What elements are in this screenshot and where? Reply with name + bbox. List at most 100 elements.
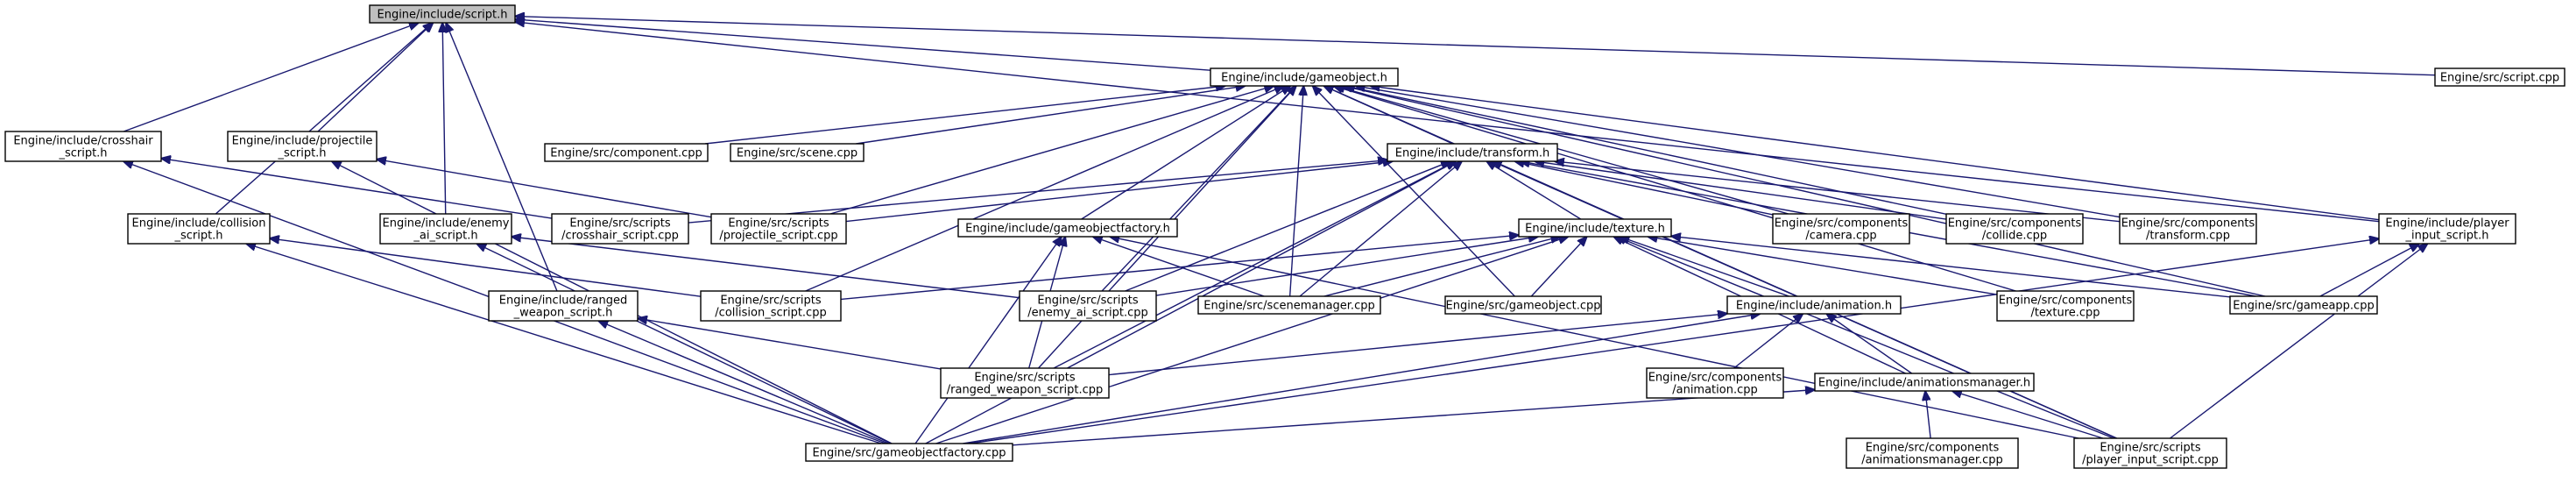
node-label: /texture.cpp [2030, 307, 2100, 320]
node-box [1726, 295, 1902, 315]
edge-gofactory_cpp-to-texture_h [935, 237, 1569, 444]
edge-gofactory_cpp-to-player_h [969, 238, 2379, 444]
edge-collision_cpp-to-collision_h [270, 238, 702, 297]
node-transform_cpp[interactable]: Engine/src/components/transform.cpp [2119, 213, 2257, 245]
node-gameobject_h[interactable]: Engine/include/gameobject.h [1210, 67, 1399, 87]
node-box [2119, 213, 2257, 245]
edge-scenemanager_cpp-to-transform_h [1299, 161, 1462, 297]
node-gameapp_cpp[interactable]: Engine/src/gameapp.cpp [2229, 295, 2378, 315]
node-label: /projectile_script.cpp [719, 230, 837, 243]
edge-enemy_h-to-script_h [442, 23, 446, 215]
node-gofactory_cpp[interactable]: Engine/src/gameobjectfactory.cpp [805, 443, 1013, 462]
nodes-layer: Engine/include/script.hEngine/include/ga… [4, 4, 2565, 469]
edge-scenemanager_cpp-to-texture_h [1323, 237, 1561, 297]
node-gameobject_cpp[interactable]: Engine/src/gameobject.cpp [1444, 295, 1602, 315]
edge-player_cpp-to-texture_h [1617, 237, 2114, 439]
node-animmgr_h[interactable]: Engine/include/animationsmanager.h [1814, 373, 2035, 392]
node-animmgr_cpp[interactable]: Engine/src/components/animationsmanager.… [1846, 437, 2019, 469]
edge-enemy_cpp-to-transform_h [1125, 161, 1450, 292]
node-collision_h[interactable]: Engine/include/collision_script.h [127, 213, 271, 245]
node-label: Engine/src/components [1866, 442, 2000, 455]
node-box [730, 143, 865, 162]
edge-animmgr_cpp-to-animmgr_h [1925, 391, 1931, 439]
node-transform_h[interactable]: Engine/include/transform.h [1387, 143, 1558, 162]
node-animation_cpp[interactable]: Engine/src/components/animation.cpp [1646, 367, 1784, 399]
node-camera_cpp[interactable]: Engine/src/components/camera.cpp [1772, 213, 1910, 245]
edge-camera_cpp-to-gameobject_h [1335, 86, 1789, 215]
node-box [1210, 67, 1399, 87]
node-label: Engine/include/crosshair [13, 135, 153, 148]
edge-texture_cpp-to-texture_h [1648, 237, 1998, 295]
node-box [1197, 295, 1381, 315]
edge-animmgr_h-to-animation_h [1826, 314, 1913, 374]
edge-player_cpp-to-gofactory_h [1110, 237, 2079, 439]
node-box [957, 218, 1178, 238]
node-animation_h[interactable]: Engine/include/animation.h [1726, 295, 1902, 315]
node-projectile_h[interactable]: Engine/include/projectile_script.h [227, 131, 378, 162]
edge-scenemanager_cpp-to-gameobject_h [1288, 86, 1304, 297]
node-gofactory_h[interactable]: Engine/include/gameobjectfactory.h [957, 218, 1178, 238]
node-box [1846, 437, 2019, 469]
edge-crosshair_h-to-script_h [123, 23, 419, 132]
edge-gameobject_cpp-to-gameobject_h [1313, 86, 1515, 297]
edge-projectile_cpp-to-projectile_h [377, 160, 712, 218]
edge-gofactory_cpp-to-enemy_h [476, 244, 892, 444]
node-projectile_cpp[interactable]: Engine/src/scripts/projectile_script.cpp [710, 213, 847, 245]
node-label: /crosshair_script.cpp [561, 230, 679, 243]
edge-texture_cpp-to-gameobject_h [1333, 86, 2016, 292]
node-label: Engine/src/script.cpp [2440, 72, 2559, 85]
node-box [1019, 290, 1157, 322]
edge-transform_cpp-to-transform_h [1555, 161, 2121, 223]
edge-collision_cpp-to-gameobject_h [805, 86, 1284, 292]
node-box [940, 367, 1110, 399]
node-player_cpp[interactable]: Engine/src/scripts/player_input_script.c… [2073, 437, 2227, 469]
node-label: Engine/include/player [2385, 217, 2509, 231]
node-box [369, 4, 516, 24]
node-label: _input_script.h [2404, 230, 2488, 243]
node-collision_cpp[interactable]: Engine/src/scripts/collision_script.cpp [700, 290, 842, 322]
edge-ranged_h-to-script_h [446, 23, 558, 292]
node-player_h[interactable]: Engine/include/player_input_script.h [2378, 213, 2516, 245]
edge-gofactory_cpp-to-animmgr_h [1012, 390, 1815, 446]
node-texture_cpp[interactable]: Engine/src/components/texture.cpp [1996, 290, 2135, 322]
edge-player_cpp-to-animmgr_h [1952, 391, 2104, 439]
edge-collide_cpp-to-transform_h [1535, 161, 1947, 220]
edge-enemy_cpp-to-gameobject_h [1101, 86, 1295, 292]
edge-crosshair_cpp-to-transform_h [688, 160, 1387, 224]
node-script_h: Engine/include/script.h [369, 4, 516, 24]
node-label: _script.h [277, 147, 326, 160]
node-box [1518, 218, 1672, 238]
edge-player_h-to-gameobject_h [1370, 86, 2380, 221]
node-box [700, 290, 842, 322]
edge-ranged_cpp-to-ranged_h [638, 318, 942, 370]
node-label: Engine/src/scene.cpp [737, 147, 857, 160]
node-script_cpp[interactable]: Engine/src/script.cpp [2434, 67, 2565, 87]
node-crosshair_cpp[interactable]: Engine/src/scripts/crosshair_script.cpp [551, 213, 689, 245]
node-label: /enemy_ai_script.cpp [1027, 307, 1148, 320]
edge-script_cpp-to-script_h [515, 17, 2436, 76]
node-box [1814, 373, 2035, 392]
node-texture_h[interactable]: Engine/include/texture.h [1518, 218, 1672, 238]
edge-ranged_cpp-to-transform_h [1053, 161, 1456, 369]
node-label: /ranged_weapon_script.cpp [947, 384, 1103, 397]
edge-camera_cpp-to-transform_h [1514, 161, 1774, 216]
node-scene_cpp[interactable]: Engine/src/scene.cpp [730, 143, 865, 162]
node-collide_cpp[interactable]: Engine/src/components/collide.cpp [1945, 213, 2084, 245]
node-scenemanager_cpp[interactable]: Engine/src/scenemanager.cpp [1197, 295, 1381, 315]
node-ranged_h[interactable]: Engine/include/ranged_weapon_script.h [488, 290, 639, 322]
node-crosshair_h[interactable]: Engine/include/crosshair_script.h [4, 131, 162, 162]
node-box [544, 143, 709, 162]
node-enemy_cpp[interactable]: Engine/src/scripts/enemy_ai_script.cpp [1019, 290, 1157, 322]
edge-gameapp_cpp-to-gameobject_h [1343, 86, 2266, 297]
node-enemy_h[interactable]: Engine/include/enemy_ai_script.h [379, 213, 512, 245]
node-label: Engine/src/components [1999, 295, 2133, 308]
node-component_cpp[interactable]: Engine/src/component.cpp [544, 143, 709, 162]
node-box [2073, 437, 2227, 469]
node-label: Engine/include/texture.h [1525, 223, 1665, 236]
edge-component_cpp-to-gameobject_h [704, 86, 1225, 145]
node-box [379, 213, 512, 245]
node-ranged_cpp[interactable]: Engine/src/scripts/ranged_weapon_script.… [940, 367, 1110, 399]
node-box [1772, 213, 1910, 245]
edge-scenemanager_cpp-to-gofactory_h [1093, 237, 1265, 297]
node-box [1646, 367, 1784, 399]
